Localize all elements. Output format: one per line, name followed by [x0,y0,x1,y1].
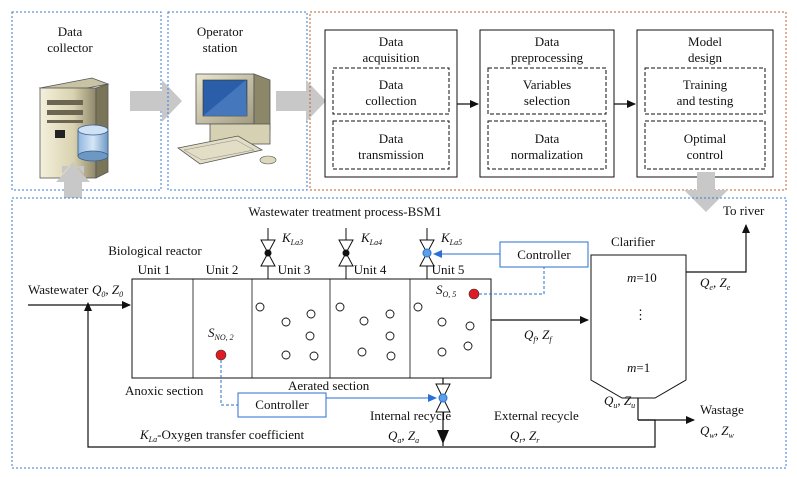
training-testing-label-1: Training [683,77,728,92]
operator-station-label-2: station [203,40,238,55]
aeration-bubbles [255,302,475,361]
database-icon [77,124,109,162]
unit-4-label: Unit 4 [354,262,387,277]
data-transmission-label-1: Data [379,131,404,146]
optimal-control-label-1: Optimal [684,131,727,146]
valve-kla4 [338,228,354,279]
data-transmission-label-2: transmission [358,147,424,162]
training-testing-box [644,67,766,115]
valve-internal-recycle [435,383,451,413]
valve-kla5 [419,228,435,279]
data-normalization-label-2: normalization [511,147,584,162]
data-collection-box [332,67,450,115]
kla-description: KLa-Oxygen transfer coefficient [139,427,305,444]
sno2-label: SNO, 2 [208,325,234,342]
arrow-model-to-process [684,172,728,212]
external-recycle-label: External recycle [494,408,579,423]
kla5-label: KLa5 [440,230,462,247]
clarifier-tank [590,254,687,399]
data-acquisition-label-1: Data [379,34,404,49]
operator-station-label-1: Operator [197,24,244,39]
unit-2-label: Unit 2 [206,262,239,277]
pipeline-box [309,11,787,191]
biological-reactor-label: Biological reactor [108,243,202,258]
internal-recycle-label: Internal recycle [370,408,451,423]
data-collector-label-2: collector [47,40,93,55]
sensor-o5 [468,288,480,300]
data-transmission-box [332,120,450,170]
data-acquisition-label-2: acquisition [362,50,420,65]
controller-1-label: Controller [517,247,571,262]
wastage-label: Wastage [700,402,744,417]
model-design-label-2: design [688,50,722,65]
qa-za-label: Qa, Za [388,428,419,445]
qf-zf-label: Qf, Zf [524,327,553,344]
data-preprocessing-label-2: preprocessing [511,50,584,65]
anoxic-section-label: Anoxic section [125,383,204,398]
valve-kla3 [260,228,276,279]
qw-zw-label: Qw, Zw [700,423,734,440]
m-top-label: m=10 [627,270,657,285]
optimal-control-box [644,120,766,170]
training-testing-label-2: and testing [677,93,734,108]
computer-icon [177,73,277,165]
aerated-section-label: Aerated section [288,378,370,393]
m-bottom-label: m=1 [627,360,650,375]
m-dots: ⋮ [634,307,647,322]
sensor-no2 [215,349,227,361]
unit-3-label: Unit 3 [278,262,311,277]
bioreactor-tank [131,278,492,379]
clarifier-label: Clarifier [611,234,656,249]
qr-zr-label: Qr, Zr [510,428,540,445]
sensor-o5-signal [479,267,545,295]
optimal-control-label-2: control [687,147,724,162]
kla3-label: KLa3 [281,230,303,247]
variables-selection-label-2: selection [524,93,571,108]
process-box [11,197,787,469]
variables-selection-label-1: Variables [523,77,571,92]
wastewater-label: Wastewater [28,282,89,297]
so5-label: SO, 5 [436,282,456,299]
data-normalization-box [487,120,607,170]
data-normalization-label-1: Data [535,131,560,146]
process-title: Wastewater treatment process-BSM1 [248,204,441,219]
kla4-label: KLa4 [360,230,382,247]
qu-zu-label: Qu, Zu [604,393,635,410]
data-collection-label-1: Data [379,77,404,92]
to-river-line [686,224,750,273]
model-design-label-1: Model [688,34,722,49]
sensor-no2-signal [220,360,238,406]
unit-1-label: Unit 1 [138,262,171,277]
external-recycle-line [84,302,656,448]
controller-1-box [499,241,589,268]
controller-2-label: Controller [255,397,309,412]
variables-selection-box [487,67,607,115]
to-river-label: To river [723,203,765,218]
qe-ze-label: Qe, Ze [700,275,731,292]
data-collector-label-1: Data [58,24,83,39]
arrow-collector-to-operator [130,80,182,122]
data-collection-label-2: collection [365,93,417,108]
unit-5-label: Unit 5 [432,262,465,277]
q0-z0-label: Q0, Z0 [92,282,123,299]
data-preprocessing-label-1: Data [535,34,560,49]
arrow-operator-to-pipeline [276,80,326,122]
